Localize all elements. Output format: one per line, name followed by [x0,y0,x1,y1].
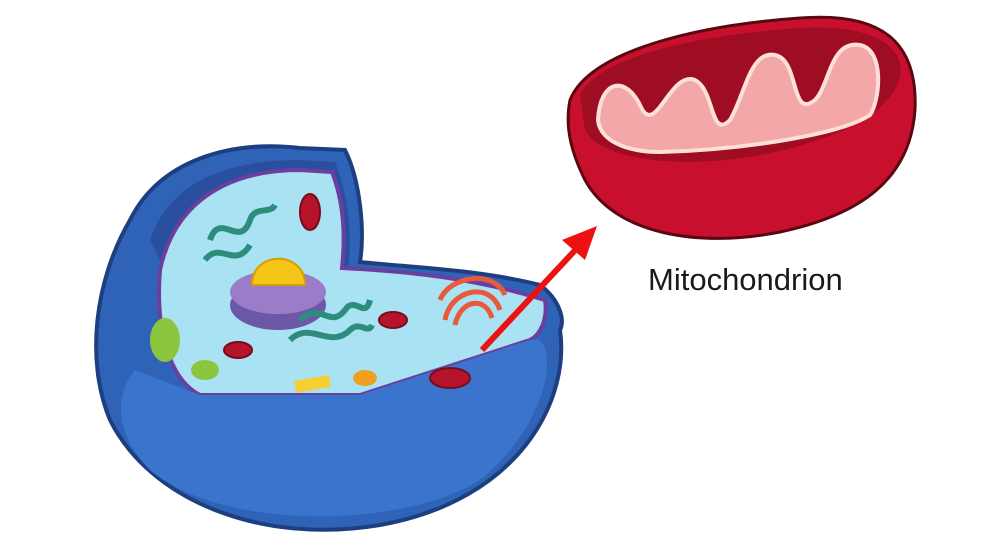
animal-cell [94,144,564,532]
centrosome [353,370,377,386]
lysosome [191,360,219,380]
mitochondrion-label: Mitochondrion [648,262,843,297]
vacuole [150,318,180,362]
cristae [595,42,881,155]
small-mitochondria [223,193,471,389]
endoplasmic-reticulum [202,203,375,343]
cytoplasm [157,167,548,397]
centriole [294,374,331,393]
mitochondrion-enlarged [566,15,917,240]
pointer-arrow [479,226,597,353]
golgi-apparatus [437,276,508,326]
